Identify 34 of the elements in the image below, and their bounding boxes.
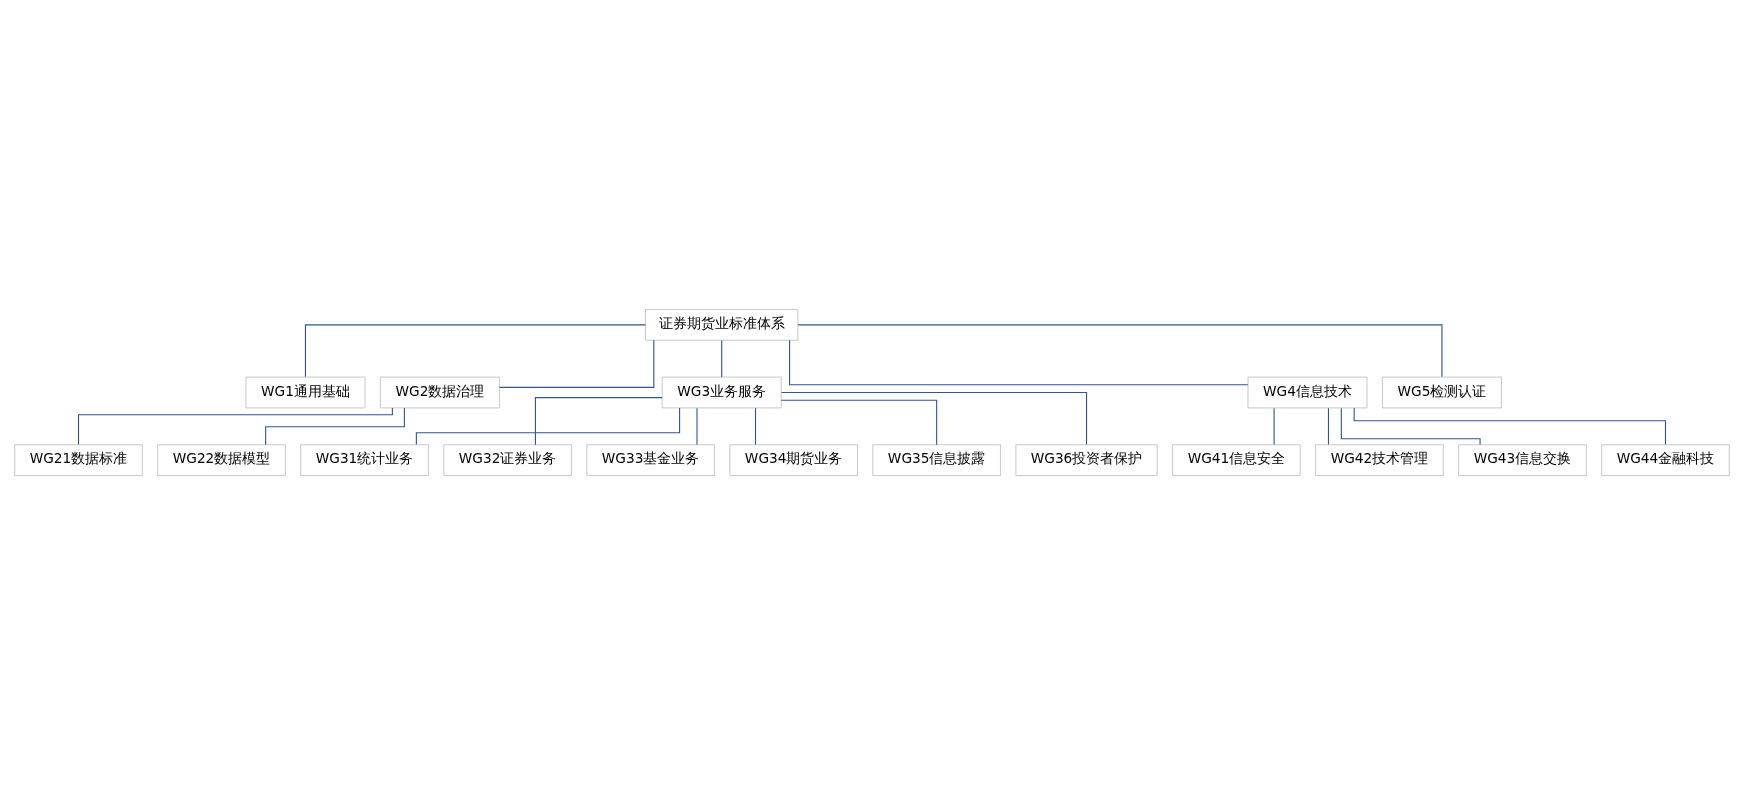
node-box: WG21数据标准: [14, 444, 143, 476]
connector: [780, 391, 1088, 446]
node-box: WG35信息披露: [872, 444, 1001, 476]
node-box: WG34期货业务: [729, 444, 858, 476]
connector: [1273, 407, 1275, 446]
node-box: WG42技术管理: [1315, 444, 1444, 476]
connector: [304, 324, 646, 378]
node-box: WG4信息技术: [1247, 376, 1368, 409]
connector: [77, 407, 393, 446]
connector: [498, 339, 655, 388]
connector: [265, 407, 405, 446]
connector: [789, 339, 1249, 386]
connector: [534, 397, 663, 446]
node-box: WG5检测认证: [1382, 376, 1502, 409]
node-box: WG22数据模型: [157, 444, 286, 476]
connector: [1353, 407, 1667, 446]
connector: [415, 407, 681, 446]
node-box: WG1通用基础: [245, 376, 366, 409]
node-box: WG41信息安全: [1172, 444, 1301, 476]
node-box: WG33基金业务: [586, 444, 715, 476]
connector: [780, 399, 938, 446]
node-box: WG2数据治理: [380, 376, 500, 409]
node-box: WG3业务服务: [661, 376, 782, 409]
node-box: WG31统计业务: [300, 444, 429, 476]
node-box: WG44金融科技: [1601, 444, 1730, 476]
node-box: 证券期货业标准体系: [645, 309, 799, 341]
connector: [754, 407, 757, 446]
connector: [721, 339, 723, 378]
node-box: WG32证券业务: [443, 444, 572, 476]
connector: [1340, 407, 1481, 446]
connector: [797, 324, 1443, 378]
node-box: WG43信息交换: [1458, 444, 1587, 476]
connector: [1327, 407, 1330, 446]
node-box: WG36投资者保护: [1015, 444, 1158, 476]
